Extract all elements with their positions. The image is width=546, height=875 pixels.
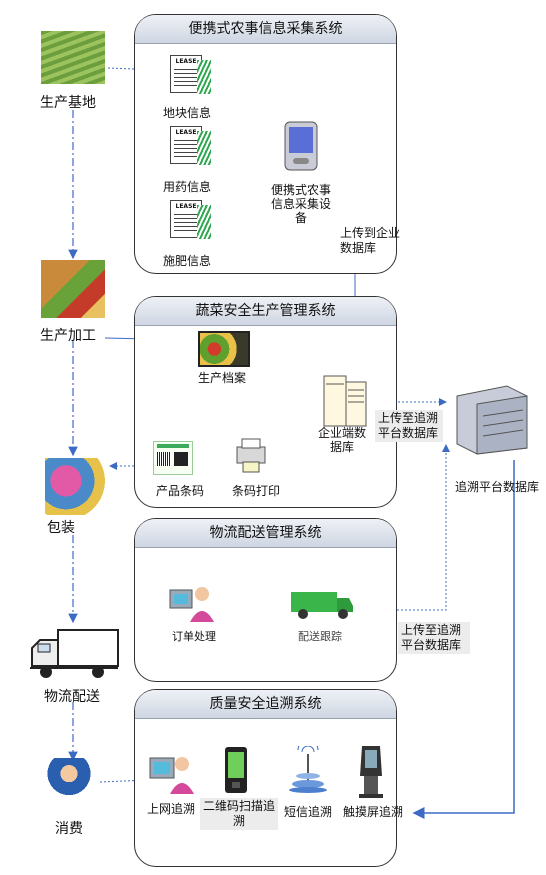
archive-label: 生产档案 [198, 371, 247, 385]
product-barcode-label: 产品条码 [156, 484, 205, 498]
sms-tower-icon [288, 739, 328, 794]
upload-trace-label-2: 上传至追溯平台数据库 [398, 622, 470, 654]
vegetables-archive-image [198, 331, 250, 367]
logistics-system-title: 物流配送管理系统 [135, 519, 396, 548]
web-trace-label: 上网追溯 [147, 802, 196, 816]
stage-packaging: 包装 [47, 520, 75, 536]
barcode-print-label: 条码打印 [232, 484, 281, 498]
traceability-system-title: 质量安全追溯系统 [135, 690, 396, 719]
harvester-image [41, 260, 105, 318]
stage-consumption: 消费 [55, 821, 83, 837]
qr-trace-label: 二维码扫描追溯 [200, 798, 278, 830]
stage-processing: 生产加工 [40, 328, 96, 344]
kiosk-icon [356, 742, 386, 798]
platform-server-icon [447, 382, 531, 456]
plot-info-label: 地块信息 [163, 106, 212, 120]
enterprise-db-icon [322, 374, 368, 428]
order-operator-icon [168, 582, 216, 622]
pesticide-info-doc-icon: LEASE [170, 126, 211, 165]
upload-trace-label-1: 上传至追溯平台数据库 [375, 410, 443, 442]
collection-system-title: 便携式农事信息采集系统 [135, 15, 396, 44]
product-barcode-card [153, 441, 193, 475]
order-processing-label: 订单处理 [172, 630, 216, 643]
fertilizer-info-label: 施肥信息 [163, 254, 212, 268]
phone-qr-icon [224, 746, 248, 794]
pda-device-label: 便携式农事信息采集设备 [270, 183, 331, 225]
web-trace-icon [148, 752, 196, 794]
packaging-image [45, 458, 105, 515]
traceability-system-panel: 质量安全追溯系统 [134, 689, 397, 867]
fertilizer-info-doc-icon: LEASE [170, 200, 211, 239]
field-image [41, 31, 105, 84]
platform-db-label: 追溯平台数据库 [455, 480, 540, 494]
delivery-truck-icon [289, 586, 355, 620]
delivery-tracking-label: 配送跟踪 [298, 630, 342, 643]
consumer-image [38, 758, 100, 810]
enterprise-db-label: 企业端数据库 [317, 426, 366, 454]
pesticide-info-label: 用药信息 [163, 180, 212, 194]
stage-logistics: 物流配送 [44, 689, 100, 705]
touch-trace-label: 触摸屏追溯 [343, 805, 404, 819]
stage-base: 生产基地 [40, 95, 96, 111]
plot-info-doc-icon: LEASE [170, 55, 211, 94]
pda-device-icon [279, 120, 323, 172]
sms-trace-label: 短信追溯 [284, 805, 333, 819]
upload-enterprise-label: 上传到企业数据库 [340, 226, 401, 255]
printer-icon [233, 437, 269, 475]
production-system-title: 蔬菜安全生产管理系统 [135, 297, 396, 326]
truck-icon [28, 628, 120, 680]
